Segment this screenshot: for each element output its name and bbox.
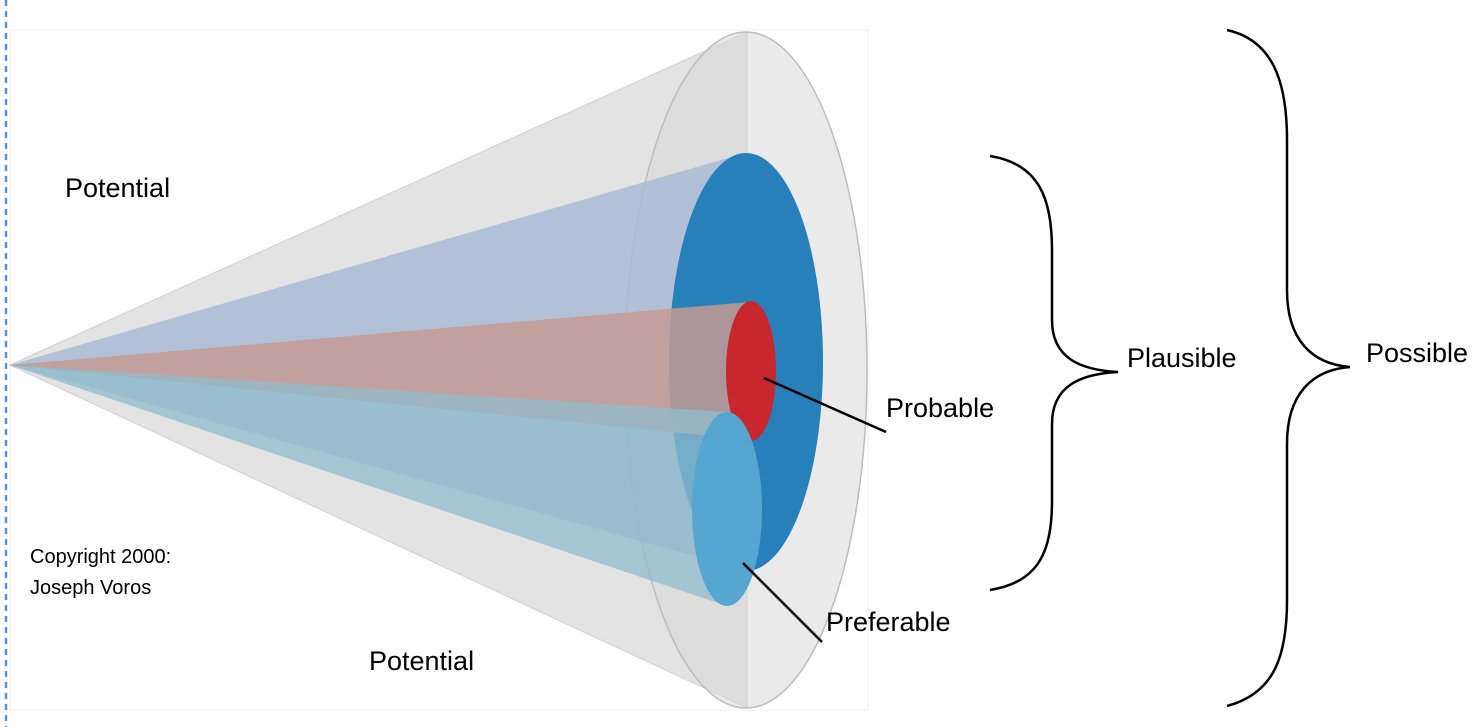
probable-label: Probable (886, 393, 994, 423)
potential-bottom-label: Potential (369, 646, 474, 676)
preferable-cone (10, 365, 727, 606)
probable-disc (726, 301, 776, 441)
plausible-label: Plausible (1127, 343, 1237, 373)
possible-label: Possible (1366, 338, 1468, 368)
possible-brace (1226, 28, 1351, 708)
preferable-label: Preferable (826, 607, 951, 637)
preferable-pointer-line (742, 562, 823, 643)
probable-pointer-line (763, 376, 887, 434)
copyright-line-1: Copyright 2000: (30, 546, 171, 568)
preferable-disc (692, 412, 762, 606)
plausible-brace (989, 154, 1119, 592)
potential-top-label: Potential (65, 173, 170, 203)
copyright-line-2: Joseph Voros (30, 577, 151, 599)
